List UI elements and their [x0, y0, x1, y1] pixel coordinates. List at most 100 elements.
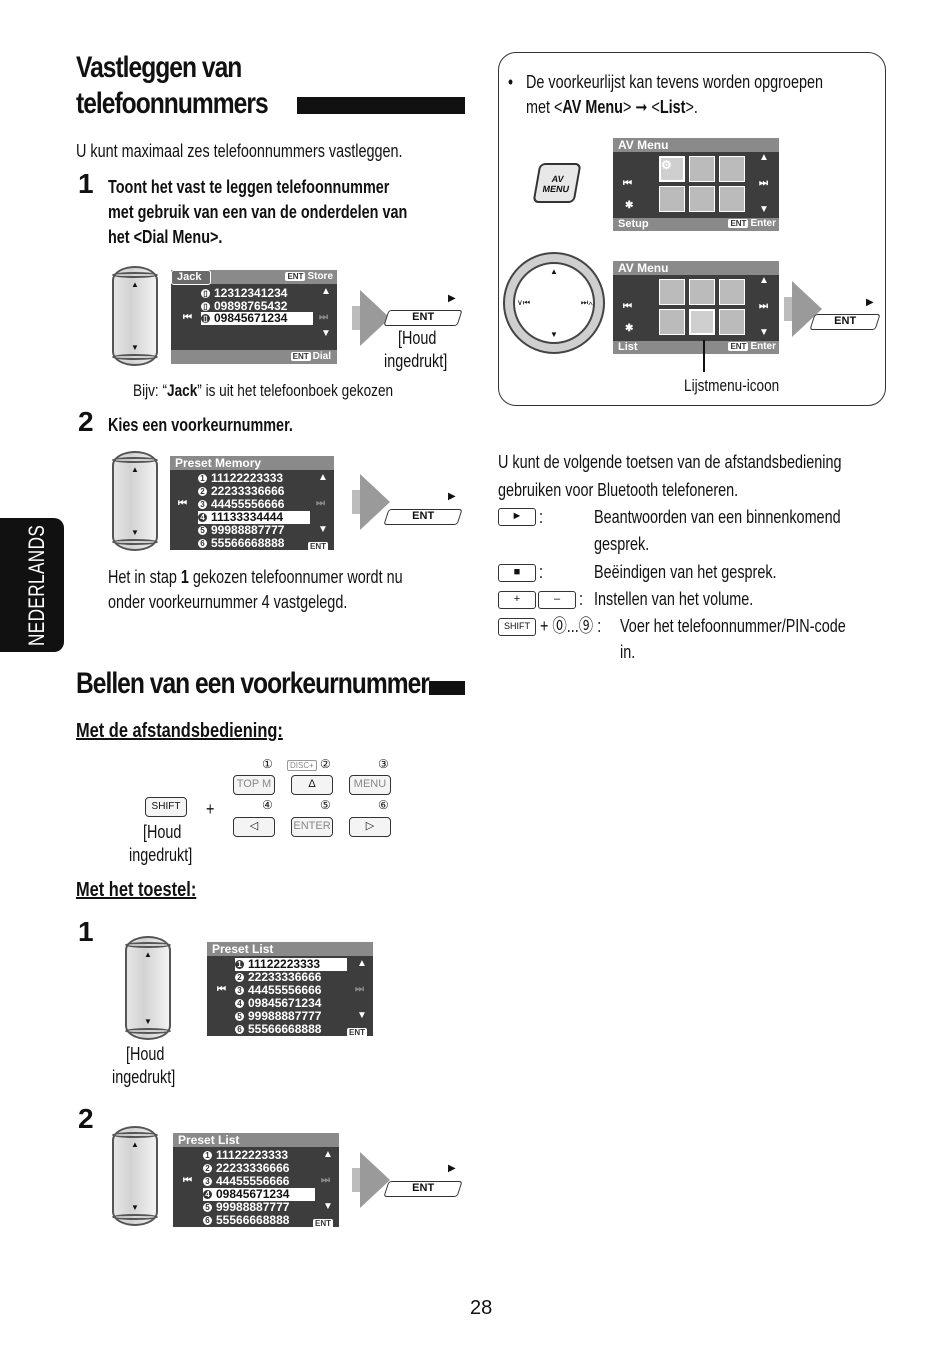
- play-icon: ▶: [448, 1163, 456, 1174]
- right-key[interactable]: ▷: [349, 817, 391, 837]
- volume-up-key[interactable]: +: [498, 591, 536, 609]
- shift-key[interactable]: SHIFT: [498, 618, 536, 636]
- ent-button[interactable]: ENT: [809, 314, 881, 330]
- sound-icon: [719, 156, 745, 182]
- up-arrow-icon: ▲: [759, 152, 769, 163]
- av-menu-panel: [498, 52, 886, 406]
- next-icon: ⏭∧: [580, 298, 593, 307]
- key-number-3: ③: [378, 757, 389, 771]
- step2-text: Kies een voorkeurnummer.: [108, 415, 293, 435]
- control-dial[interactable]: ▲ ▼ ∨⏮ ⏭∧: [503, 252, 605, 354]
- ent-button[interactable]: ENT: [383, 310, 463, 326]
- remote-intro-line1: U kunt de volgende toetsen van de afstan…: [498, 452, 842, 472]
- number-keys-sep: + ⓪...⑨ :: [540, 616, 602, 636]
- step2-number: 2: [78, 1103, 94, 1134]
- step1-line2: met gebruik van een van de onderdelen va…: [108, 202, 408, 222]
- display-header: Preset List: [173, 1133, 339, 1147]
- down-arrow-icon: ▼: [550, 330, 558, 339]
- footer-left: List: [618, 341, 638, 353]
- up-arrow-icon: ▲: [321, 286, 331, 297]
- list-item-selected: ▯09845671234: [201, 312, 313, 325]
- control-knob[interactable]: ▲ ▼: [112, 1126, 158, 1226]
- down-arrow-icon: ▼: [318, 524, 328, 535]
- key-number-2: ②: [320, 757, 331, 771]
- next-icon: ⏭: [355, 984, 364, 995]
- hold-label-1: [Houd: [126, 1044, 165, 1064]
- control-knob[interactable]: ▲ ▼: [125, 936, 171, 1040]
- up-arrow-icon: ▲: [357, 958, 367, 969]
- list-item: ▯12312341234: [201, 287, 287, 300]
- step1-line3: het <Dial Menu>.: [108, 227, 223, 247]
- callout-line: [703, 340, 705, 372]
- disc-plus-label: DISC+: [287, 760, 317, 771]
- panel-bullet: •: [508, 72, 514, 92]
- ent-button[interactable]: ENT: [383, 509, 463, 525]
- step1-line1: Toont het vast te leggen telefoonnummer: [108, 177, 390, 197]
- play-key-sep: :: [539, 507, 544, 527]
- up-key[interactable]: Δ: [291, 775, 333, 795]
- language-tab: NEDERLANDS: [0, 518, 64, 652]
- key-number-4: ④: [262, 798, 273, 812]
- enter-key[interactable]: ENTER: [291, 817, 333, 837]
- equalizer-icon: [689, 279, 715, 305]
- next-icon: ⏭: [759, 301, 768, 312]
- key-number-6: ⑥: [378, 798, 389, 812]
- volume-down-key[interactable]: –: [538, 591, 576, 609]
- remote-intro-line2: gebruiken voor Bluetooth telefoneren.: [498, 480, 739, 500]
- shift-key[interactable]: SHIFT: [145, 797, 187, 817]
- play-key[interactable]: ►: [498, 508, 536, 526]
- step1-number: 1: [78, 916, 94, 947]
- up-arrow-icon: ▲: [759, 275, 769, 286]
- menu-key[interactable]: MENU: [349, 775, 391, 795]
- display-header: Preset List: [207, 942, 373, 956]
- top-m-key[interactable]: TOP M: [233, 775, 275, 795]
- down-arrow-icon: ▼: [321, 328, 331, 339]
- sound-icon: [719, 279, 745, 305]
- example-text: Bijv: “Jack” is uit het telefoonboek gek…: [133, 381, 394, 400]
- clock-icon: [659, 186, 685, 212]
- source-tag: Jack: [171, 270, 211, 285]
- panel-line1: De voorkeurlijst kan tevens worden opgro…: [526, 72, 823, 92]
- note-line1: Het in stap 1 gekozen telefoonnumer word…: [108, 567, 403, 587]
- control-knob[interactable]: ▲ ▼: [112, 451, 158, 551]
- down-arrow-icon: ▼: [323, 1201, 333, 1212]
- device-subtitle: Met het toestel:: [76, 879, 197, 901]
- ent-button[interactable]: ENT: [383, 1181, 463, 1197]
- next-icon: ⏭: [321, 1175, 330, 1186]
- stop-key[interactable]: ■: [498, 564, 536, 582]
- volume-key-desc: Instellen van het volume.: [594, 589, 754, 609]
- section1-title-line1: Vastleggen van: [76, 51, 242, 84]
- equalizer-icon: [689, 156, 715, 182]
- step1-number: 1: [78, 168, 94, 199]
- hold-label-1: [Houd: [143, 822, 182, 842]
- next-icon: ⏭: [759, 178, 768, 189]
- prev-icon: ⏮: [217, 984, 226, 995]
- display-header: AV Menu: [613, 138, 779, 152]
- bluetooth-icon: [719, 309, 745, 335]
- display-header: AV Menu: [613, 261, 779, 275]
- list-icon-caption: Lijstmenu-icoon: [684, 376, 780, 395]
- control-knob[interactable]: ▲ ▼: [112, 266, 158, 366]
- left-key[interactable]: ◁: [233, 817, 275, 837]
